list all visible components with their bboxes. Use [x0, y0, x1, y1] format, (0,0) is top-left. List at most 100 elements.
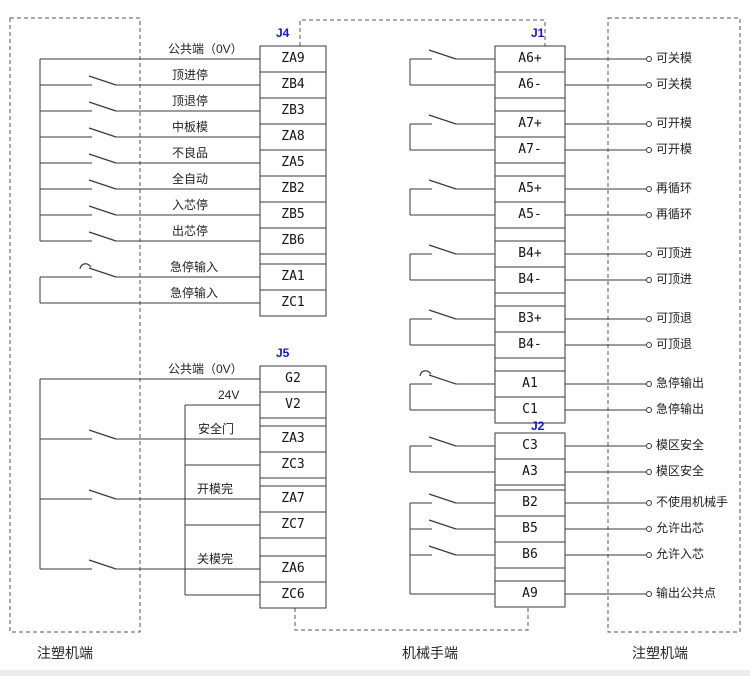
terminal-cell-label: A6-: [518, 77, 542, 92]
signal-label-left: 入芯停: [172, 198, 209, 212]
terminal-cell: [494, 201, 566, 229]
terminal-cell-label: B4+: [518, 246, 542, 261]
terminal-cell: [259, 391, 327, 419]
terminal-cell-label: A6+: [518, 51, 542, 66]
terminal-cell: [494, 45, 566, 73]
terminal-cell: [494, 458, 566, 486]
terminal-circle: [646, 316, 652, 322]
signal-label-left: 顶进停: [172, 68, 209, 82]
estop-switch-icon: [428, 374, 457, 385]
terminal-cell: [259, 123, 327, 151]
connector-label-j4: J4: [276, 26, 290, 40]
signal-label-right: 可关模: [656, 51, 693, 65]
signal-label-right: 模区安全: [656, 464, 705, 478]
switch-icon: [88, 153, 117, 164]
bottom-label-left: 注塑机端: [37, 645, 93, 661]
signal-label-left: 公共端（0V）: [168, 42, 243, 56]
dashed-link-bottom: [294, 607, 529, 631]
terminal-cell-label: A5-: [518, 207, 542, 222]
switch-icon: [88, 101, 117, 112]
estop-hook-icon: [79, 263, 92, 270]
connector-label-j1: J1: [531, 26, 545, 40]
terminal-circle: [646, 591, 652, 597]
signal-label-right: 模区安全: [656, 438, 705, 452]
dashed-boundary-injection-right: [607, 17, 741, 633]
terminal-circle: [646, 277, 652, 283]
signal-label-right: 可顶进: [656, 272, 693, 286]
terminal-cell-label: ZB6: [281, 233, 305, 248]
terminal-cell-label: ZA6: [281, 561, 305, 576]
terminal-cell-label: ZA1: [281, 269, 305, 284]
switch-icon: [428, 114, 457, 125]
signal-label-left: 24V: [218, 388, 240, 402]
signal-label-right: 再循环: [656, 207, 693, 221]
switch-icon: [88, 231, 117, 242]
terminal-circle: [646, 82, 652, 88]
terminal-cell-label: ZB5: [281, 207, 305, 222]
terminal-cell-label: ZC3: [281, 457, 305, 472]
terminal-cell-label: V2: [285, 397, 301, 412]
signal-label-right: 不使用机械手: [656, 495, 729, 509]
terminal-cell-label: B6: [522, 547, 538, 562]
signal-label-right: 可顶退: [656, 311, 693, 325]
signal-label-left: 不良品: [172, 146, 209, 160]
signal-label-right: 允许入芯: [656, 547, 705, 561]
terminal-circle: [646, 500, 652, 506]
switch-icon: [428, 244, 457, 255]
terminal-cell: [494, 136, 566, 164]
connector-label-j2: J2: [531, 419, 545, 433]
terminal-cell: [494, 110, 566, 138]
terminal-cell-label: A5+: [518, 181, 542, 196]
terminal-cell-label: ZA3: [281, 431, 305, 446]
signal-label-right: 急停输出: [656, 402, 705, 416]
terminal-cell: [259, 555, 327, 583]
terminal-cell-label: ZB4: [281, 77, 305, 92]
terminal-cell: [494, 541, 566, 569]
estop-switch-icon: [88, 267, 117, 278]
switch-icon: [428, 545, 457, 556]
terminal-cell-label: ZA5: [281, 155, 305, 170]
switch-icon: [428, 436, 457, 447]
switch-icon: [88, 429, 117, 440]
terminal-cell: [259, 425, 327, 453]
switch-icon: [88, 489, 117, 500]
signal-label-right: 可开模: [656, 116, 693, 130]
terminal-cell: [259, 581, 327, 609]
terminal-circle: [646, 381, 652, 387]
terminal-cell: [259, 227, 327, 255]
terminal-cell: [259, 45, 327, 73]
terminal-cell: [259, 201, 327, 229]
terminal-cell-label: ZA7: [281, 491, 305, 506]
terminal-cell-label: B4-: [518, 272, 542, 287]
terminal-cell-label: ZA8: [281, 129, 305, 144]
signal-label-left: 中板模: [172, 120, 209, 134]
terminal-circle: [646, 526, 652, 532]
terminal-circle: [646, 251, 652, 257]
terminal-circle: [646, 56, 652, 62]
terminal-cell-label: ZA9: [281, 51, 305, 66]
terminal-circle: [646, 469, 652, 475]
switch-icon: [88, 75, 117, 86]
terminal-cell: [494, 266, 566, 294]
terminal-circle: [646, 342, 652, 348]
signal-label-left: 关模完: [197, 552, 234, 566]
terminal-circle: [646, 552, 652, 558]
dashed-link-top: [299, 19, 546, 46]
terminal-cell-label: A7+: [518, 116, 542, 131]
bottom-label-center: 机械手端: [402, 645, 458, 661]
terminal-cell-label: ZC1: [281, 295, 305, 310]
terminal-cell-label: A9: [522, 586, 538, 601]
terminal-cell-label: B3+: [518, 311, 542, 326]
switch-icon: [428, 49, 457, 60]
signal-label-right: 可顶进: [656, 246, 693, 260]
signal-label-right: 可开模: [656, 142, 693, 156]
signal-label-right: 可顶退: [656, 337, 693, 351]
signal-label-right: 输出公共点: [656, 586, 717, 600]
signal-label-left: 安全门: [198, 422, 235, 436]
terminal-cell-label: ZB2: [281, 181, 305, 196]
terminal-cell: [259, 511, 327, 539]
terminal-circle: [646, 407, 652, 413]
signal-label-right: 急停输出: [656, 376, 705, 390]
signal-label-left: 全自动: [172, 172, 209, 186]
